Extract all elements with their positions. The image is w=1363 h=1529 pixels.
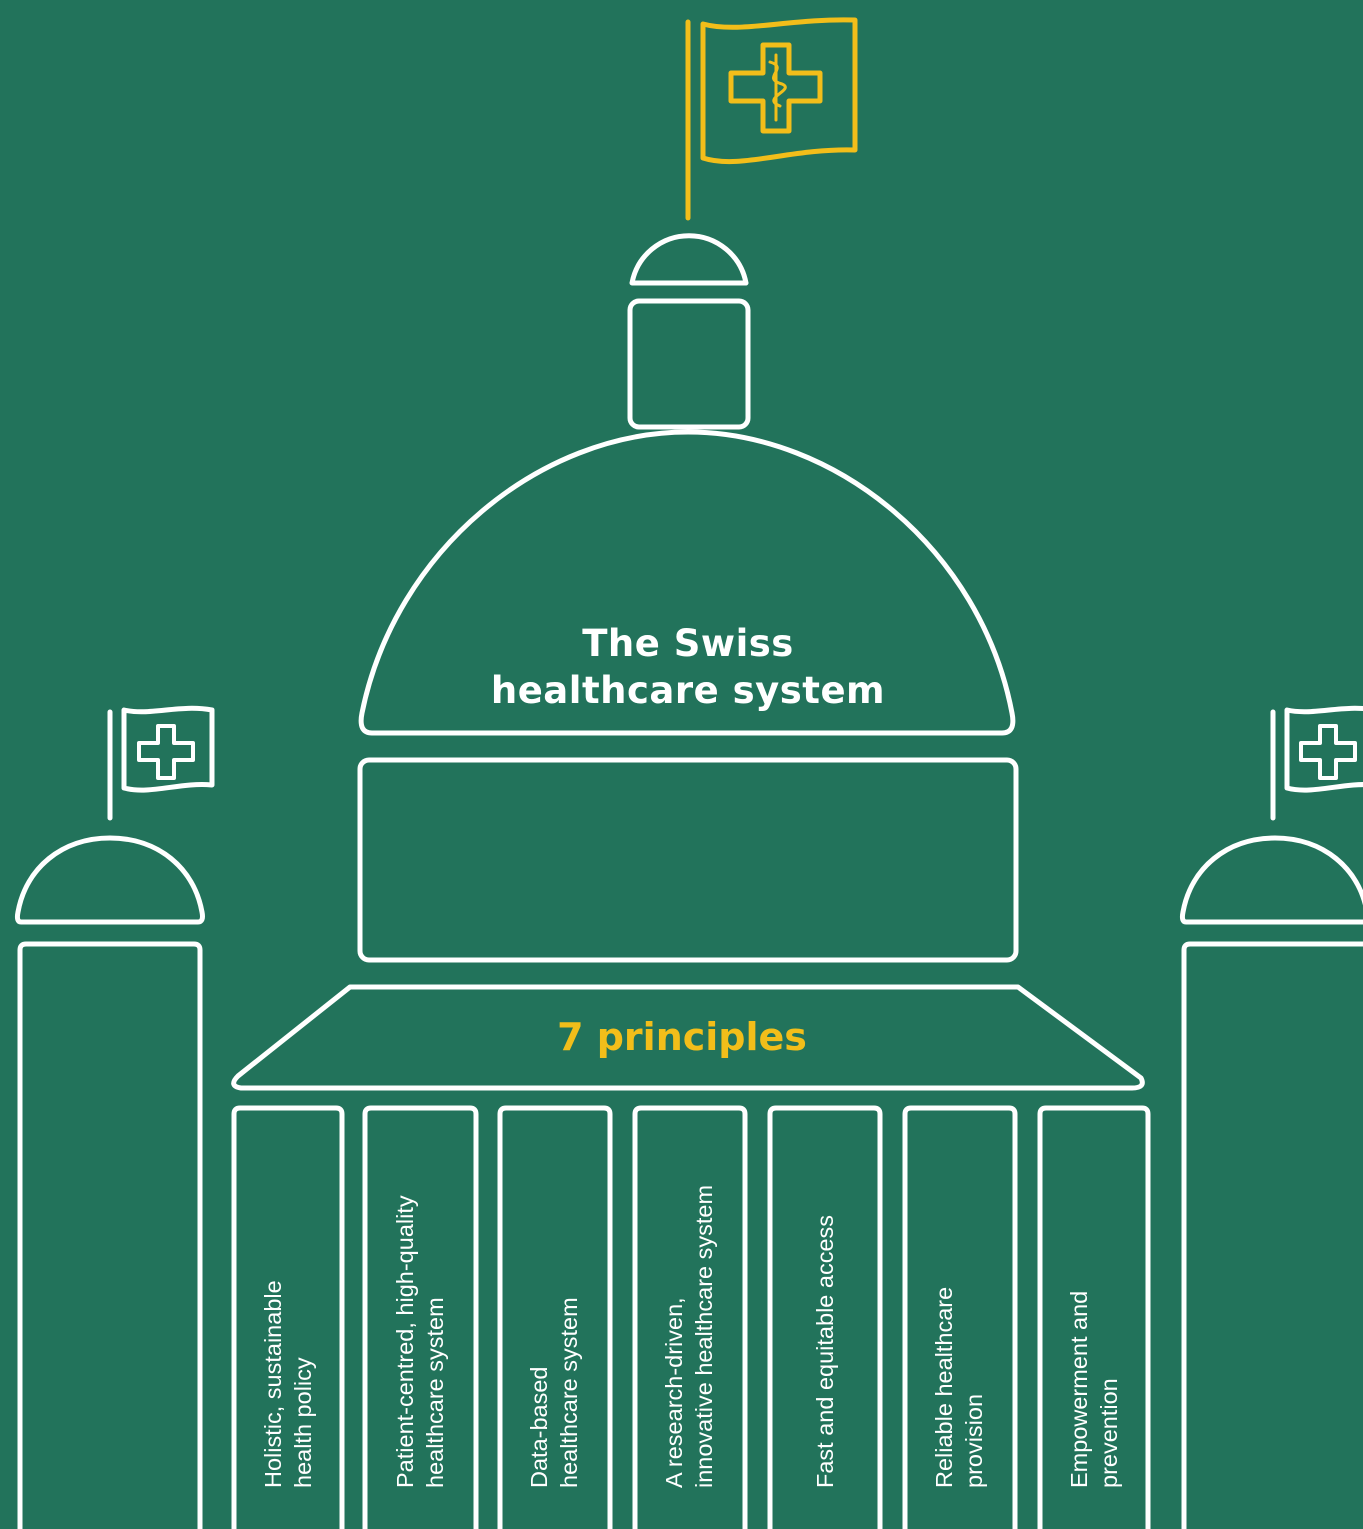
lantern-dome bbox=[629, 233, 749, 286]
right-tower bbox=[1179, 705, 1363, 1529]
right-flag-icon bbox=[1284, 705, 1363, 793]
principle-label-3: Data-based healthcare system bbox=[526, 1297, 582, 1488]
principle-label-5: Fast and equitable access bbox=[812, 1214, 838, 1488]
principles-heading: 7 principles bbox=[557, 1015, 807, 1059]
lantern-drum bbox=[627, 298, 751, 430]
principle-label-4: A research-driven, innovative healthcare… bbox=[661, 1184, 717, 1488]
main-drum bbox=[357, 757, 1019, 963]
left-flag-icon bbox=[121, 705, 215, 793]
columns bbox=[231, 1105, 1151, 1529]
diagram-title: The Swiss healthcare system bbox=[388, 620, 988, 714]
principle-label-1: Holistic, sustainable health policy bbox=[260, 1280, 316, 1488]
pediment bbox=[231, 984, 1145, 1091]
title-line-2: healthcare system bbox=[490, 669, 886, 712]
principle-label-6: Reliable healthcare provision bbox=[931, 1286, 987, 1488]
title-line-1: The Swiss bbox=[582, 622, 794, 665]
principle-label-2: Patient-centred, high-quality healthcare… bbox=[392, 1195, 448, 1488]
principle-label-7: Empowerment and prevention bbox=[1066, 1290, 1122, 1488]
main-flag-icon bbox=[685, 17, 858, 221]
main-dome bbox=[358, 429, 1016, 736]
left-tower bbox=[14, 705, 215, 1529]
